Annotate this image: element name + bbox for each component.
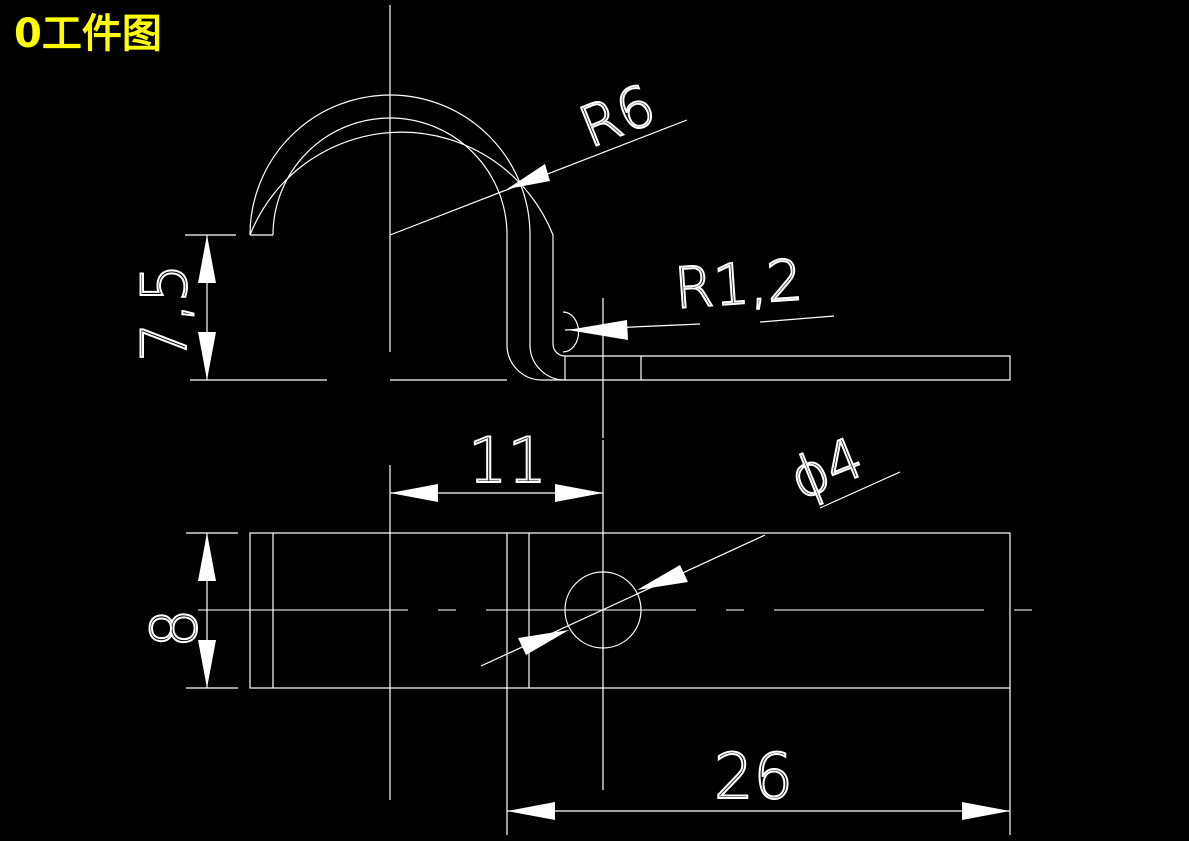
drawing-title: 0工件图 — [14, 11, 162, 57]
width-arrow-bottom — [198, 640, 216, 688]
height-arrow-top — [198, 235, 216, 283]
r12-arrowhead — [568, 320, 628, 340]
inner-radius-arc — [562, 311, 580, 353]
offset-arrow-left — [390, 484, 438, 502]
length-arrow-left — [507, 802, 555, 820]
width-label: 8 — [138, 609, 211, 648]
diameter-arrow-lower — [518, 630, 569, 655]
r6-label: R6 — [571, 73, 664, 161]
width-arrow-top — [198, 533, 216, 581]
strip-inner-contour — [272, 117, 565, 381]
diameter-arrow-upper — [637, 565, 688, 590]
top-view: 11 ϕ4 8 26 — [137, 423, 1050, 835]
offset-arrow-right — [555, 484, 603, 502]
height-arrow-bottom — [198, 332, 216, 380]
side-view: R6 R1,2 7,5 — [127, 5, 1011, 438]
height-label: 7,5 — [128, 263, 201, 362]
r6-arrowhead — [507, 164, 550, 189]
offset-label: 11 — [468, 424, 547, 497]
diameter-underline — [819, 471, 901, 509]
length-label: 26 — [714, 740, 793, 813]
r12-label: R1,2 — [672, 248, 804, 322]
strip-outer-contour — [249, 94, 1011, 381]
length-arrow-right — [962, 802, 1010, 820]
diameter-label: ϕ4 — [781, 426, 873, 513]
r12-underline — [759, 315, 835, 323]
